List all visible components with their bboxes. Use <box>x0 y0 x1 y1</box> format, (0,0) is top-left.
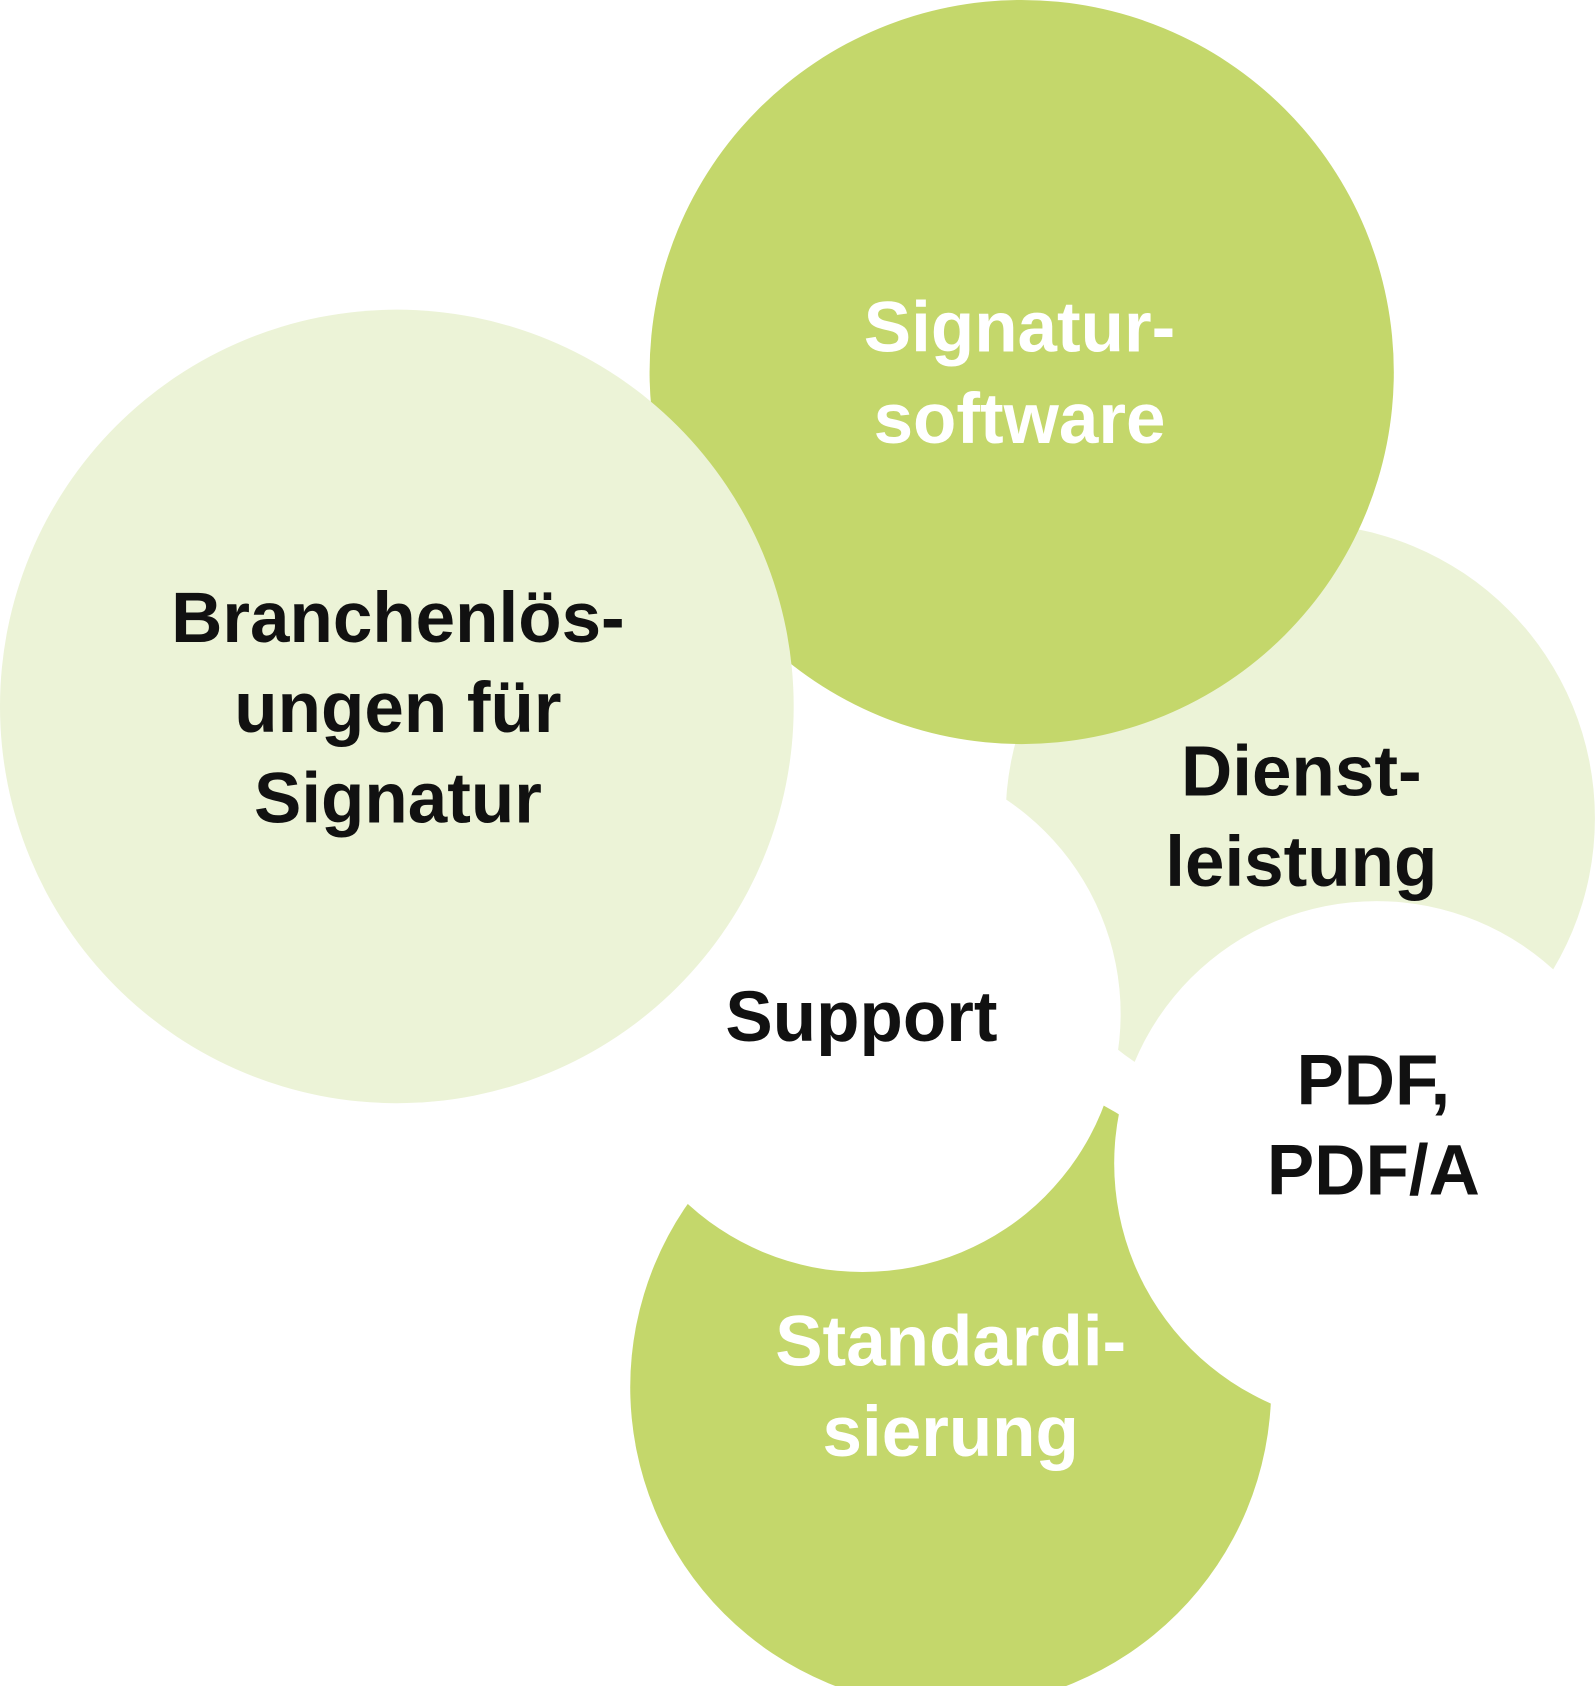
pdf-line-2: PDF/A <box>1267 1132 1480 1211</box>
branchenloesungen-line-2: ungen für <box>234 669 561 748</box>
standardisierung-line-2: sierung <box>823 1393 1079 1472</box>
signatursoftware-line-1: Signatur- <box>864 289 1176 368</box>
support-label: Support <box>725 978 997 1057</box>
pdf-line-1: PDF, <box>1296 1041 1450 1120</box>
branchenloesungen-line-1: Branchenlös- <box>171 579 625 658</box>
signatursoftware-line-2: software <box>874 380 1166 459</box>
bubble-pdf <box>1114 901 1596 1426</box>
branchenloesungen-line-3: Signatur <box>254 760 542 839</box>
bubble-signatursoftware <box>649 0 1394 745</box>
dienstleistung-line-2: leistung <box>1165 823 1437 902</box>
standardisierung-line-1: Standardi- <box>775 1303 1126 1382</box>
bubble-branchenloesungen <box>0 309 794 1104</box>
dienstleistung-line-1: Dienst- <box>1181 733 1422 812</box>
